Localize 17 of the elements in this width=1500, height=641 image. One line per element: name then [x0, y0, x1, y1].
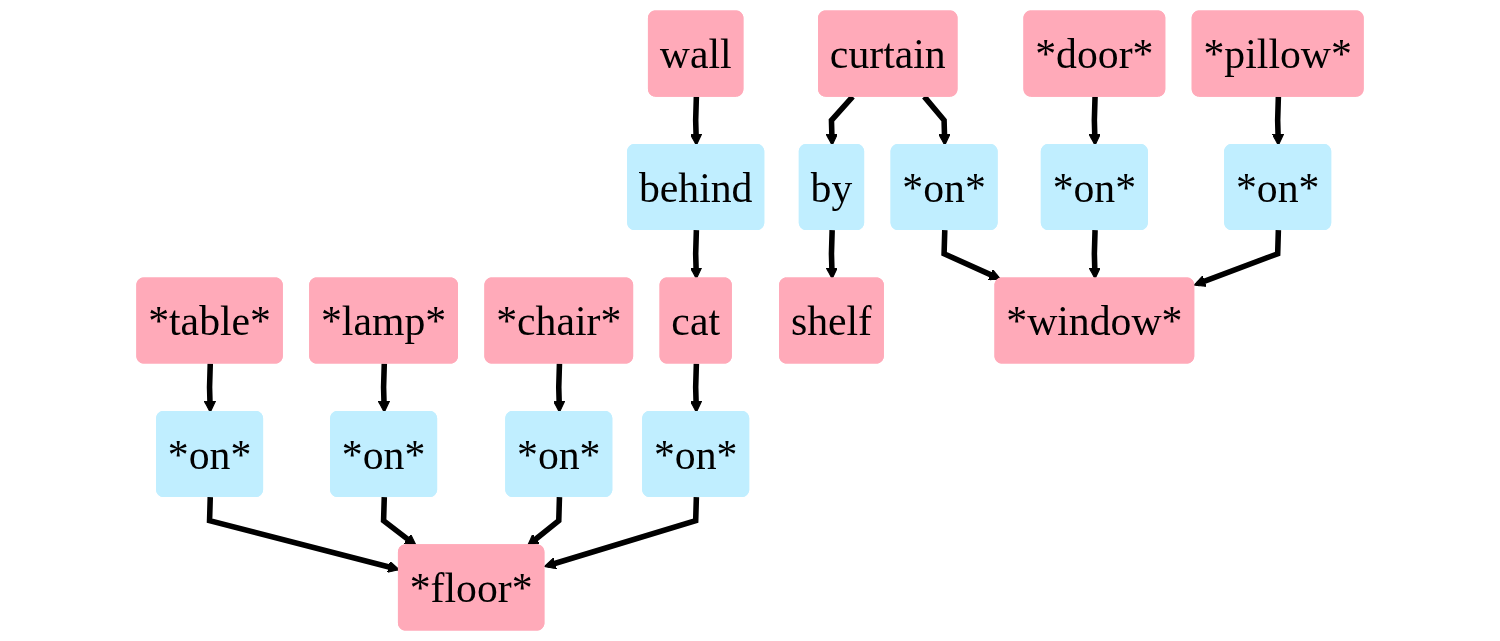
- arrow: [825, 230, 838, 280]
- arrow: [553, 363, 566, 413]
- arrow: [380, 497, 417, 547]
- arrow: [689, 230, 703, 280]
- arrow: [922, 94, 951, 146]
- arrow: [941, 230, 1002, 281]
- arrow: [543, 497, 700, 570]
- arrow: [203, 363, 217, 413]
- arrow: [526, 497, 563, 547]
- arrow: [689, 96, 703, 146]
- arrow: [1193, 230, 1282, 287]
- arrow: [689, 363, 703, 413]
- arrow: [377, 363, 391, 413]
- arrow: [1271, 96, 1285, 146]
- arrow: [1088, 230, 1101, 280]
- arrow: [1088, 96, 1101, 146]
- arrow: [825, 94, 855, 146]
